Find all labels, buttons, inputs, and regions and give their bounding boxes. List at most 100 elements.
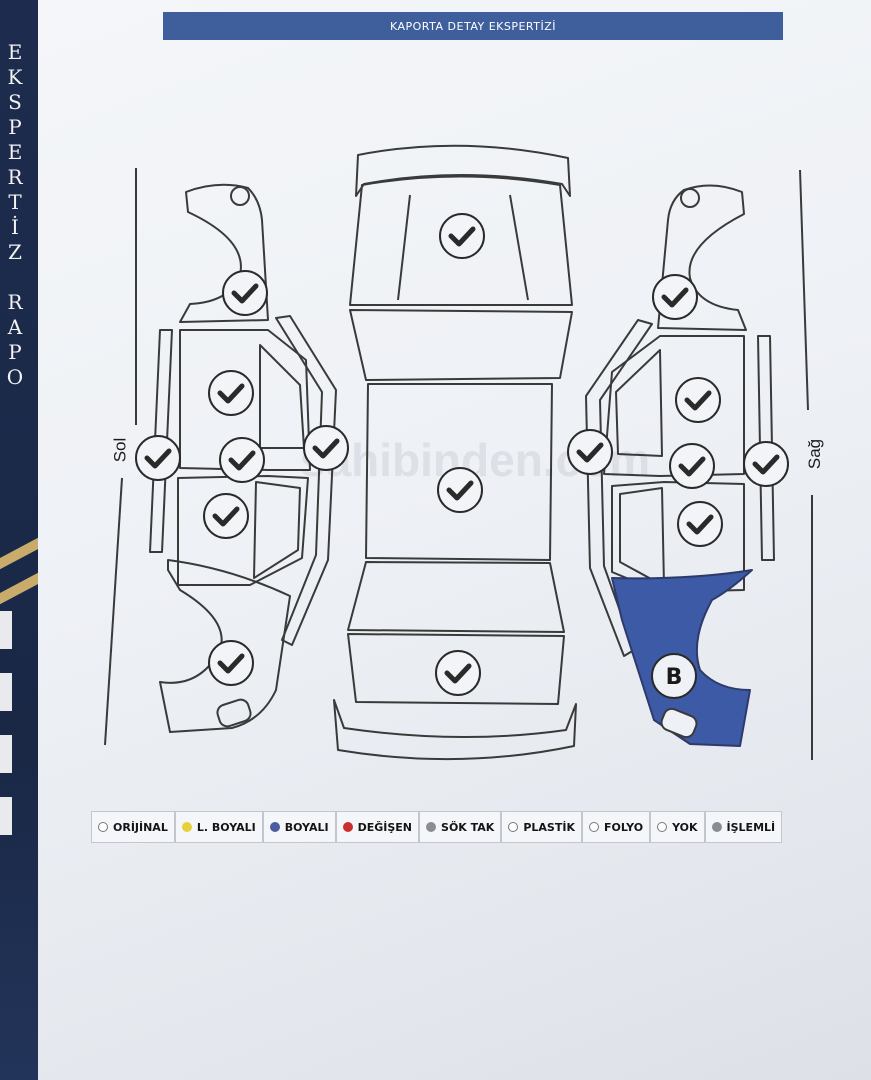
fender-fuel-cap [230, 186, 250, 206]
check-icon [446, 480, 474, 501]
sidebar-letter: P [8, 340, 22, 364]
check-icon [312, 438, 340, 459]
sidebar-letter: İ [11, 215, 19, 239]
part-rear-window [347, 561, 565, 633]
sidebar-letter: P [8, 115, 22, 139]
check-icon [752, 454, 780, 475]
sidebar-letter: R [7, 290, 23, 314]
part-left-roof-rail[interactable] [275, 315, 337, 646]
left-rear-light [216, 698, 252, 728]
check-icon [678, 456, 706, 477]
marker-circle [652, 274, 698, 320]
page-title-text: KAPORTA DETAY EKSPERTİZİ [389, 19, 557, 33]
marker-circle [203, 493, 249, 539]
check-icon [684, 390, 712, 411]
part-markers: B [135, 213, 789, 699]
legend-label: L. BOYALI [196, 820, 256, 834]
legend-item-sok-tak: SÖK TAK [419, 811, 502, 843]
marker-circle [222, 270, 268, 316]
sidebar-tab [0, 672, 13, 712]
legend-dot-icon [98, 822, 108, 832]
legend-dot-icon [181, 822, 192, 832]
marker-circle [651, 653, 697, 699]
legend-label: SÖK TAK [441, 820, 495, 834]
marker-roof [437, 467, 483, 513]
sidebar-letter: K [7, 65, 23, 89]
part-right-rear-doors[interactable] [611, 481, 745, 593]
legend-label: BOYALI [284, 820, 329, 834]
check-icon [448, 226, 476, 247]
part-right-front-window [615, 349, 663, 457]
marker-right-b-pillar [669, 443, 715, 489]
marker-hood [439, 213, 485, 259]
right-rear-light [660, 707, 698, 739]
part-left-rear-fender[interactable] [159, 559, 291, 733]
hood-crease [397, 194, 529, 301]
part-left-doors[interactable] [179, 329, 311, 471]
legend-item-boyali: BOYALI [262, 811, 336, 843]
check-icon [576, 442, 604, 463]
legend-label: FOLYO [603, 820, 644, 834]
part-right-doors[interactable] [603, 335, 745, 477]
check-icon [686, 514, 714, 535]
legend-item-plastik: PLASTİK [501, 811, 582, 843]
marker-circle [303, 425, 349, 471]
right-guide-line [799, 169, 809, 411]
legend-label: ORİJİNAL [113, 820, 168, 834]
marker-left-front-door [208, 370, 254, 416]
sidebar-tab [0, 610, 13, 650]
sidebar-letter: E [7, 140, 23, 164]
marker-circle [208, 640, 254, 686]
marker-trunk [435, 650, 481, 696]
marker-right-rear-fender: B [651, 653, 697, 699]
legend-item-yok: YOK [650, 811, 705, 843]
marker-circle [675, 377, 721, 423]
legend-item-degisen: DEĞİŞEN [335, 811, 420, 843]
status-legend: ORİJİNAL L. BOYALI BOYALI DEĞİŞEN SÖK TAK PLA… [91, 811, 783, 849]
check-icon [212, 506, 240, 527]
marker-right-front-fender [652, 274, 698, 320]
sidebar-letter: T [8, 190, 22, 214]
marker-left-front-fender [222, 270, 268, 316]
part-front-bumper[interactable] [355, 144, 571, 197]
left-side-label: Sol [110, 437, 130, 463]
page-title: KAPORTA DETAY EKSPERTİZİ [163, 12, 783, 40]
legend-item-islemli: İŞLEMLİ [704, 811, 783, 843]
part-trunk[interactable] [347, 633, 565, 705]
marker-circle [743, 441, 789, 487]
part-rear-bumper[interactable] [333, 699, 577, 761]
marker-left-b-pillar [219, 437, 265, 483]
check-icon [217, 383, 245, 404]
sidebar-tab [0, 734, 13, 774]
sidebar-letter: Z [8, 240, 22, 264]
legend-dot-icon [657, 822, 668, 832]
right-side-label: Sağ [805, 438, 825, 470]
marker-left-rear-fender [208, 640, 254, 686]
sidebar-letter: S [8, 90, 22, 114]
part-hood[interactable] [349, 175, 573, 306]
marker-circle [437, 467, 483, 513]
marker-circle [677, 501, 723, 547]
legend-item-orijinal: ORİJİNAL [91, 811, 175, 843]
marker-circle [669, 443, 715, 489]
marker-circle [219, 437, 265, 483]
painted-marker-label: B [666, 665, 683, 690]
part-left-front-fender[interactable] [179, 183, 269, 323]
part-right-front-fender[interactable] [657, 184, 747, 331]
legend-label: İŞLEMLİ [726, 820, 776, 834]
part-left-rear-window [253, 481, 301, 579]
legend-dot-icon [711, 822, 722, 832]
check-icon [231, 283, 259, 304]
marker-left-roof-rail [303, 425, 349, 471]
marker-circle [439, 213, 485, 259]
legend-label: YOK [672, 820, 698, 834]
sidebar-letter: E [7, 40, 23, 64]
part-roof[interactable] [365, 383, 553, 561]
left-guide-line [104, 477, 123, 746]
legend-dot-icon [508, 822, 519, 832]
legend-dot-icon [342, 822, 353, 832]
part-right-rear-window [619, 487, 665, 587]
